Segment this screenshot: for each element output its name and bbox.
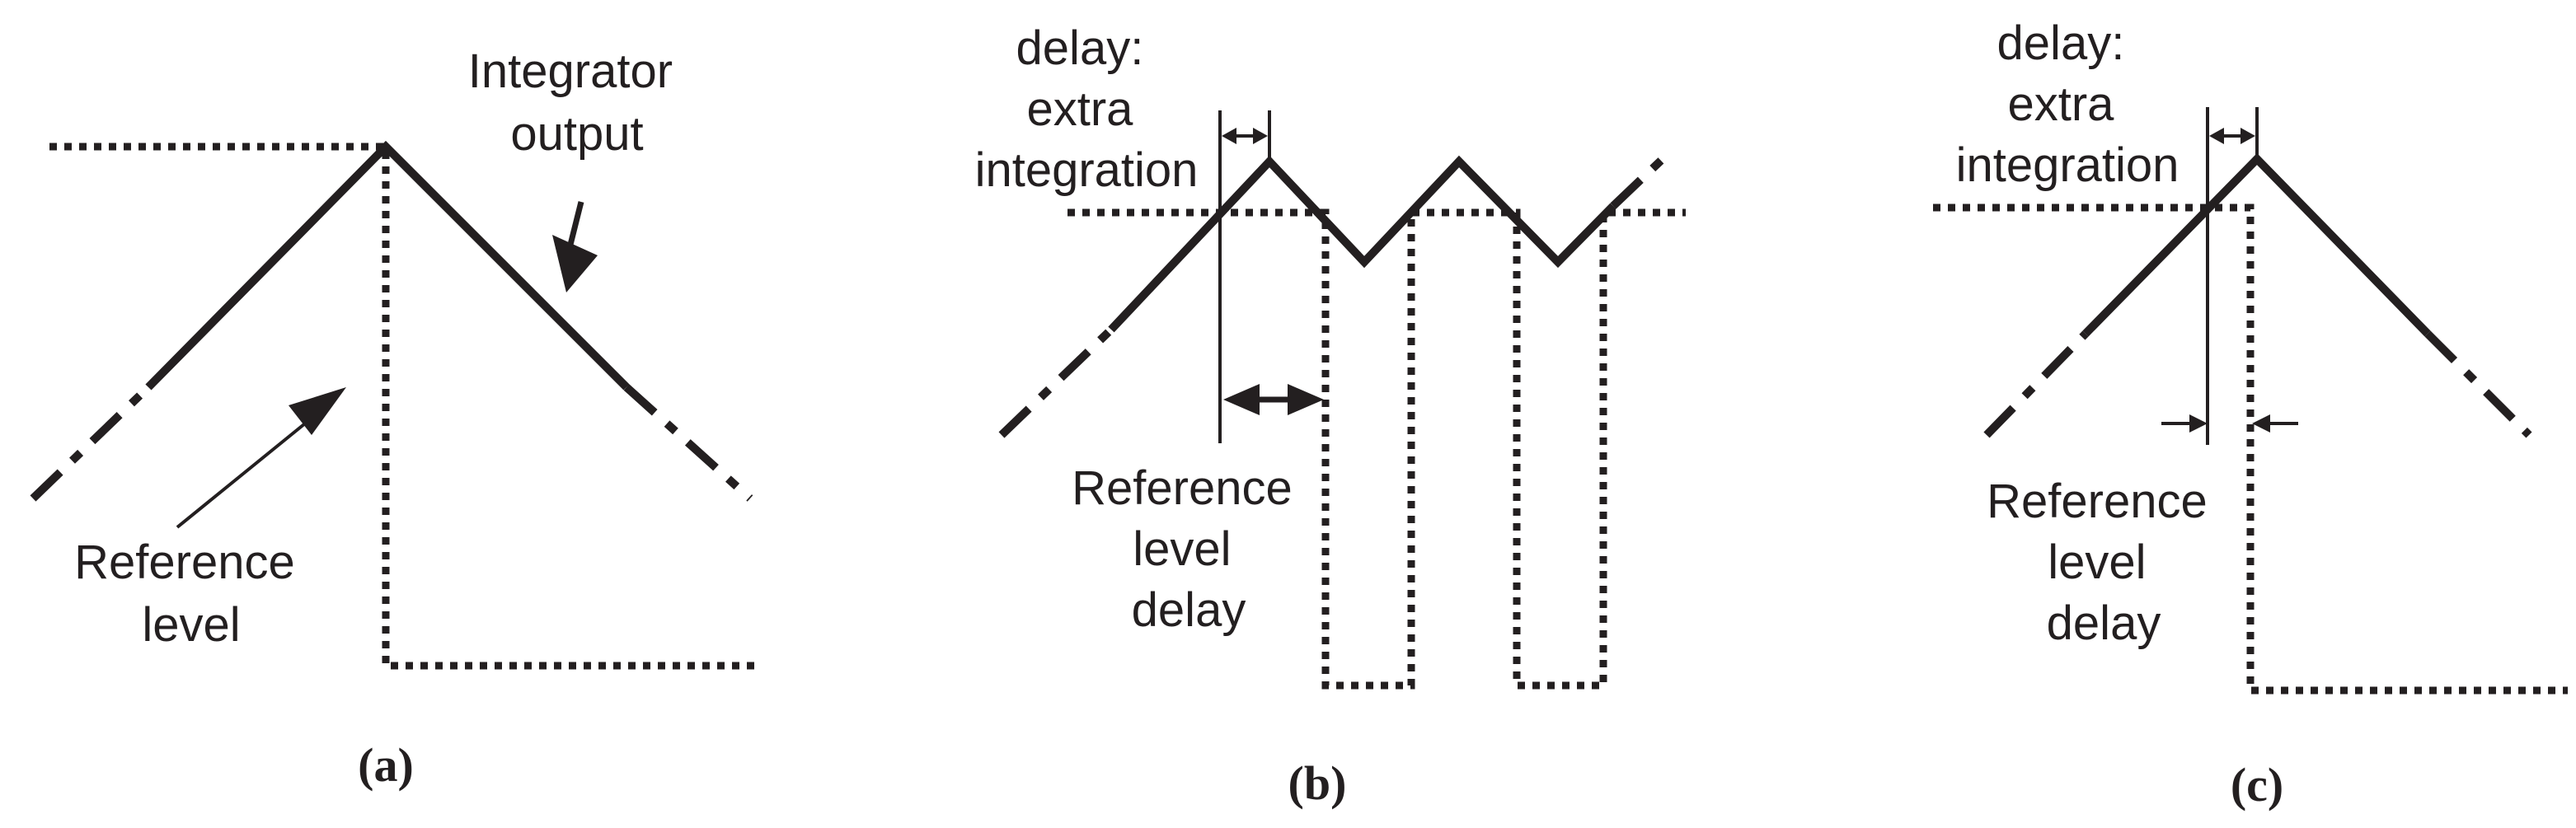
panel-b: delay: extra integration Reference level… xyxy=(975,21,1686,810)
panel-b-ramp-left-dashed xyxy=(998,326,1114,438)
panel-b-delay-double-arrow xyxy=(1222,128,1268,144)
panel-a-reference-level-dotted xyxy=(49,143,757,670)
panel-c-caption: (c) xyxy=(2231,758,2283,812)
panel-b-caption: (b) xyxy=(1288,756,1347,810)
panel-c-ramp-right-dashed xyxy=(2424,330,2532,438)
panel-a: Integrator output Reference level (a) xyxy=(30,44,757,792)
panel-c-delay-label: delay: extra integration xyxy=(1956,16,2180,192)
panel-a-caption: (a) xyxy=(358,738,414,792)
panel-a-reference-label: Reference level xyxy=(74,536,308,652)
panel-b-reference-level-dotted xyxy=(1067,208,1686,690)
panel-b-reference-delay-double-arrow xyxy=(1223,384,1324,415)
panel-b-integrator-zigzag xyxy=(1108,155,1616,333)
panel-a-ramp-right-dashed xyxy=(623,384,753,502)
panel-b-ramp-right-dashed xyxy=(1610,153,1668,209)
panel-a-integrator-ramp xyxy=(145,140,630,391)
panel-b-delay-label: delay: extra integration xyxy=(975,21,1199,197)
panel-a-reference-arrow xyxy=(176,387,346,529)
panel-c-delay-double-arrow xyxy=(2209,128,2255,144)
panel-c-reference-delay-arrows xyxy=(2161,414,2298,433)
panel-c-reference-delay-label: Reference level delay xyxy=(1987,475,2221,650)
panel-c-reference-level-dotted xyxy=(1933,203,2568,695)
panel-a-ramp-left-dashed xyxy=(30,384,152,502)
panel-c-ramp-left-dashed xyxy=(1983,330,2089,438)
panel-b-reference-delay-label: Reference level delay xyxy=(1072,461,1306,637)
panel-a-integrator-label: Integrator output xyxy=(468,44,686,161)
panel-c: delay: extra integration Reference level… xyxy=(1933,16,2568,812)
panel-a-integrator-arrow xyxy=(552,201,598,292)
